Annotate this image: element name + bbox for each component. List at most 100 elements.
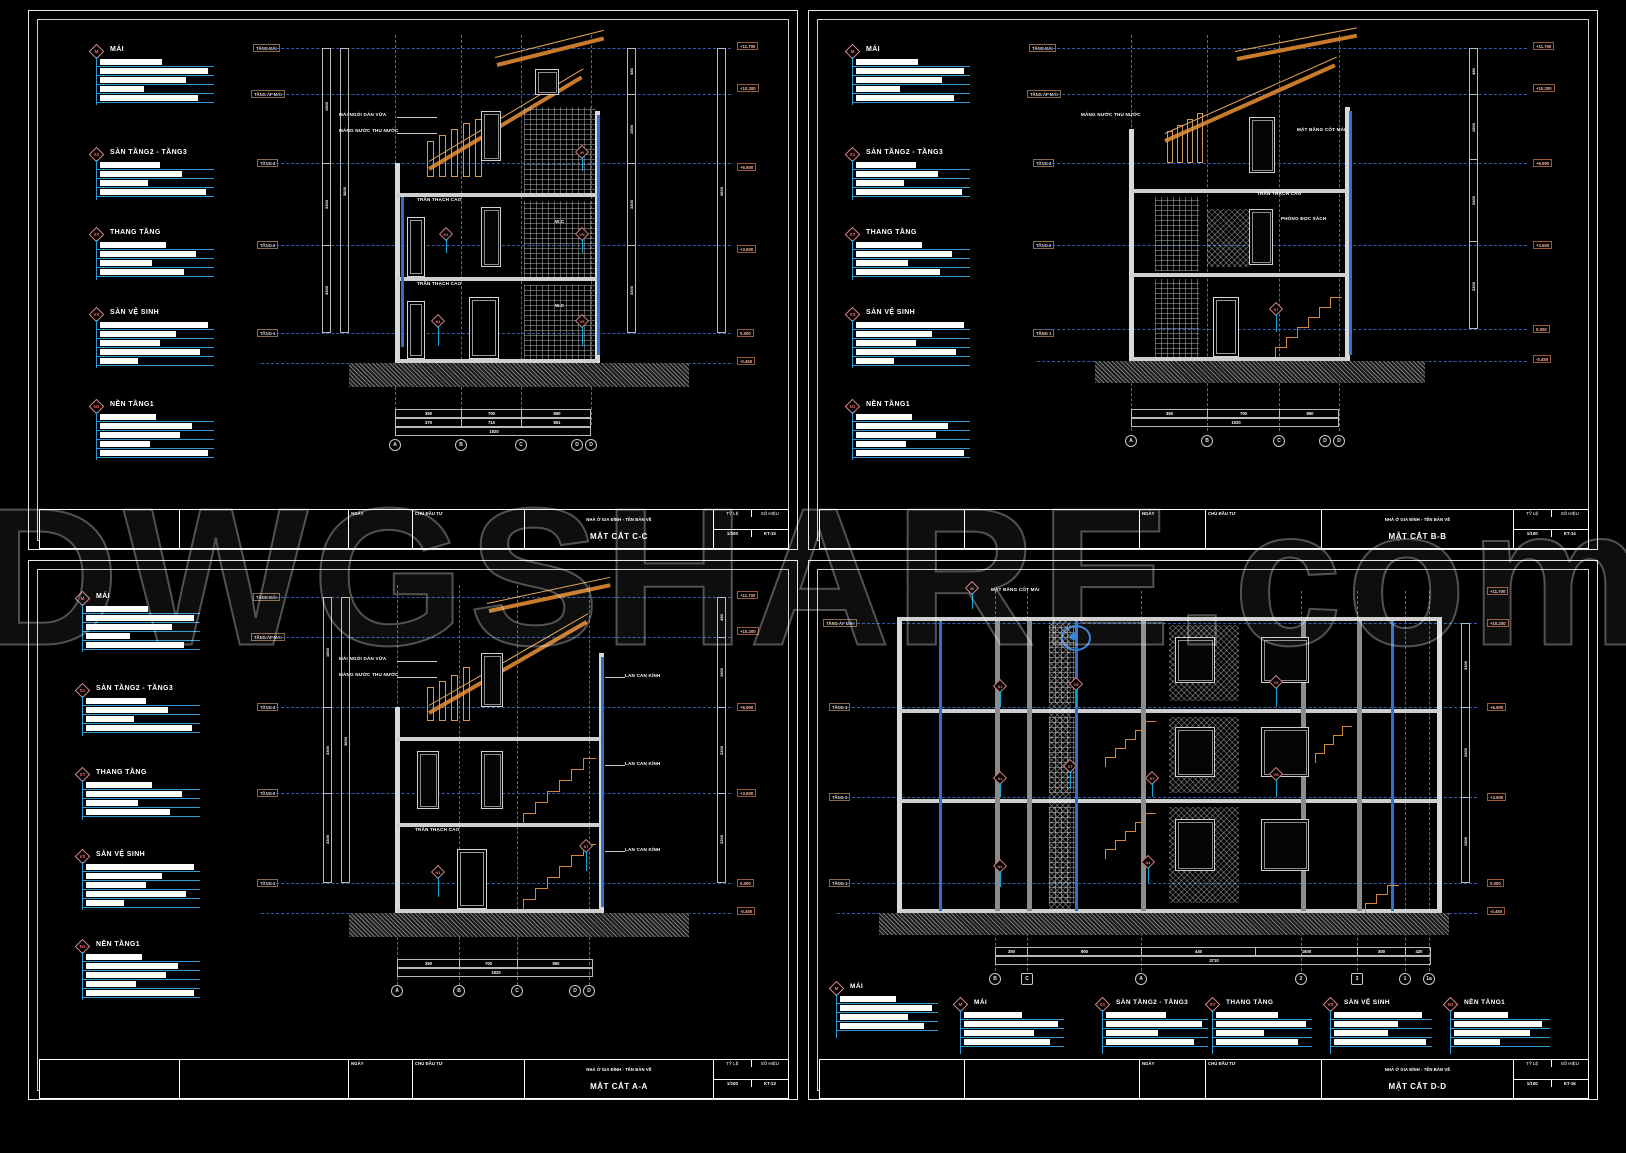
callout-marker[interactable]: S1 <box>992 770 1008 786</box>
grid-bubble-d[interactable]: D <box>571 439 583 451</box>
leader-line <box>397 133 437 134</box>
note-roof-tile: MÁI NGÓI DÁN VỮA <box>339 656 387 661</box>
dimension-row-top: 350 700 850 <box>395 409 591 418</box>
callout-stem <box>438 877 439 897</box>
callout-marker[interactable]: M <box>964 580 980 596</box>
sheet-mat-cat-bb[interactable]: M MÁI S1 SÀN TẦNG2 - TẦNG3 ST THANG TẦNG <box>808 10 1598 550</box>
legend-title: MÁI <box>974 999 988 1006</box>
dim-value: 450 <box>719 614 724 621</box>
grid-bubble-d2[interactable]: D <box>583 985 595 997</box>
grid-bubble-a[interactable]: A <box>1125 435 1137 447</box>
callout-marker[interactable]: ST <box>1062 758 1078 774</box>
sheet-number: KT-13 <box>763 1081 776 1086</box>
vertical-dimension-right: 3300 3300 1500 <box>1461 623 1470 883</box>
note-gutter: MÁNG NƯỚC THU NƯỚC <box>339 672 399 677</box>
callout-stem <box>1152 783 1153 797</box>
dim-value: 3300 <box>1463 661 1468 670</box>
legend-stem <box>82 952 83 1000</box>
tb-cell-scale-sheet: TỶ LỆ SỐ HIỆU 1/100 KT-14 <box>1514 510 1588 548</box>
level-marker: 0.000 <box>1487 879 1504 887</box>
callout-marker[interactable]: N1 <box>992 858 1008 874</box>
note-room-label: PHÒNG ĐỌC SÁCH <box>1281 216 1327 221</box>
wall-hatch-interior <box>524 201 596 279</box>
grid-bubble-d2[interactable]: D <box>1333 435 1345 447</box>
callout-marker[interactable]: M <box>574 144 590 160</box>
grid-bubble-a[interactable]: A <box>1135 973 1147 985</box>
grid-bubble-d[interactable]: D <box>1319 435 1331 447</box>
level-marker: +3.600 <box>1487 793 1507 801</box>
tb-cell-blank-2 <box>965 1060 1140 1098</box>
level-marker: +3.600 <box>1533 241 1553 249</box>
callout-marker[interactable]: ST <box>1268 301 1284 317</box>
dim-value: 1500 <box>324 101 329 111</box>
grid-bubble-c[interactable]: C <box>511 985 523 997</box>
callout-marker[interactable]: VS <box>1068 676 1084 692</box>
grid-bubble-d[interactable]: D <box>569 985 581 997</box>
vertical-dimension-total: 3600 <box>340 48 349 333</box>
legend-diamond-number: VS <box>79 854 86 859</box>
sheet-mat-cat-dd[interactable]: MẶT BẰNG CỐT MÁI M TẦNG ÁP MÁI TẦNG 3 TẦ… <box>808 560 1598 1100</box>
callout-stem <box>582 326 583 346</box>
grid-bubble-1a[interactable]: 1a <box>1423 973 1435 985</box>
dim-value: 350 <box>996 948 1028 955</box>
callout-marker[interactable]: VS <box>1268 674 1284 690</box>
tb-label-scale: TỶ LỆ <box>1514 510 1552 517</box>
tb-cell-drawing: NHÀ Ở GIA ĐÌNH - TÊN BẢN VẼ MẶT CẮT A-A <box>525 1060 715 1098</box>
tb-scale-sheet-values: 1/100 KT-15 <box>714 529 788 537</box>
grid-bubble-a[interactable]: A <box>391 985 403 997</box>
callout-marker[interactable]: S1 <box>992 678 1008 694</box>
callout-marker[interactable]: VS <box>574 226 590 242</box>
dim-value: 700 <box>462 410 522 417</box>
tb-cell-scale-sheet: TỶ LỆ SỐ HIỆU 1/100 KT-16 <box>1514 1060 1588 1098</box>
dimension-row-total: 1920 <box>1131 418 1339 427</box>
floor-slab <box>397 277 597 281</box>
grid-bubble-b[interactable]: B <box>1201 435 1213 447</box>
grid-bubble-3[interactable]: 3 <box>1351 973 1363 985</box>
grid-bubble-b[interactable]: B <box>455 439 467 451</box>
legend-title: MÁI <box>96 593 111 600</box>
grid-bubble-d2[interactable]: D <box>585 439 597 451</box>
note-handrail-2: LAN CAN KÍNH <box>625 761 661 766</box>
attic-louvre-panel <box>1161 103 1231 165</box>
wall-hatch <box>1155 279 1199 359</box>
staircase-upper <box>523 737 599 827</box>
grid-bubble-1[interactable]: 1 <box>1399 973 1411 985</box>
grid-bubble-c[interactable]: C <box>1273 435 1285 447</box>
title-block: NGÀY CHỦ ĐẦU TƯ NHÀ Ở GIA ĐÌNH - TÊN BẢN… <box>819 1059 1589 1099</box>
sheet-mat-cat-aa[interactable]: M MÁI S1 SÀN TẦNG2 - TẦNG3 ST THANG TẦNG <box>28 560 798 1100</box>
window <box>481 207 501 267</box>
grid-line-vertical <box>1429 591 1430 981</box>
dim-value: 3600 <box>343 736 348 746</box>
grid-bubble-b[interactable]: B <box>989 973 1001 985</box>
window <box>1249 117 1275 173</box>
level-marker: +6.900 <box>737 703 757 711</box>
drain-pipe <box>1391 621 1394 911</box>
callout-stem <box>1076 689 1077 707</box>
callout-marker[interactable]: ST <box>578 838 594 854</box>
shaft-hatch <box>1049 621 1071 911</box>
callout-marker[interactable]: N1 <box>430 864 446 880</box>
callout-marker[interactable]: N1 <box>430 313 446 329</box>
grid-line-vertical <box>461 35 462 425</box>
dim-value: 350 <box>396 410 462 417</box>
sheet-mat-cat-cc[interactable]: M MÁI S1 SÀN TẦNG2 - TẦNG3 ST THANG TẦNG <box>28 10 798 550</box>
grid-bubble-2[interactable]: 2 <box>1295 973 1307 985</box>
callout-marker[interactable]: N1 <box>1140 854 1156 870</box>
callout-marker[interactable]: ST <box>1144 770 1160 786</box>
dim-value: 350 <box>1132 410 1208 417</box>
callout-marker[interactable]: VS <box>574 313 590 329</box>
legend-stem <box>852 240 853 280</box>
grid-bubble-c[interactable]: C <box>515 439 527 451</box>
sheet-scale: 1/100 <box>714 1080 752 1087</box>
grid-bubble-b[interactable]: B <box>453 985 465 997</box>
legend-diamond-number: S1 <box>93 152 100 157</box>
callout-marker[interactable]: S1 <box>438 226 454 242</box>
level-marker: -0.450 <box>737 907 756 915</box>
dim-value: 420 <box>1415 949 1423 954</box>
staircase <box>1275 273 1347 359</box>
grid-bubble-c[interactable]: C <box>1021 973 1033 985</box>
column <box>1027 621 1032 911</box>
callout-marker[interactable]: VS <box>1268 766 1284 782</box>
grid-bubble-a[interactable]: A <box>389 439 401 451</box>
level-marker: +11.700 <box>1533 42 1555 50</box>
